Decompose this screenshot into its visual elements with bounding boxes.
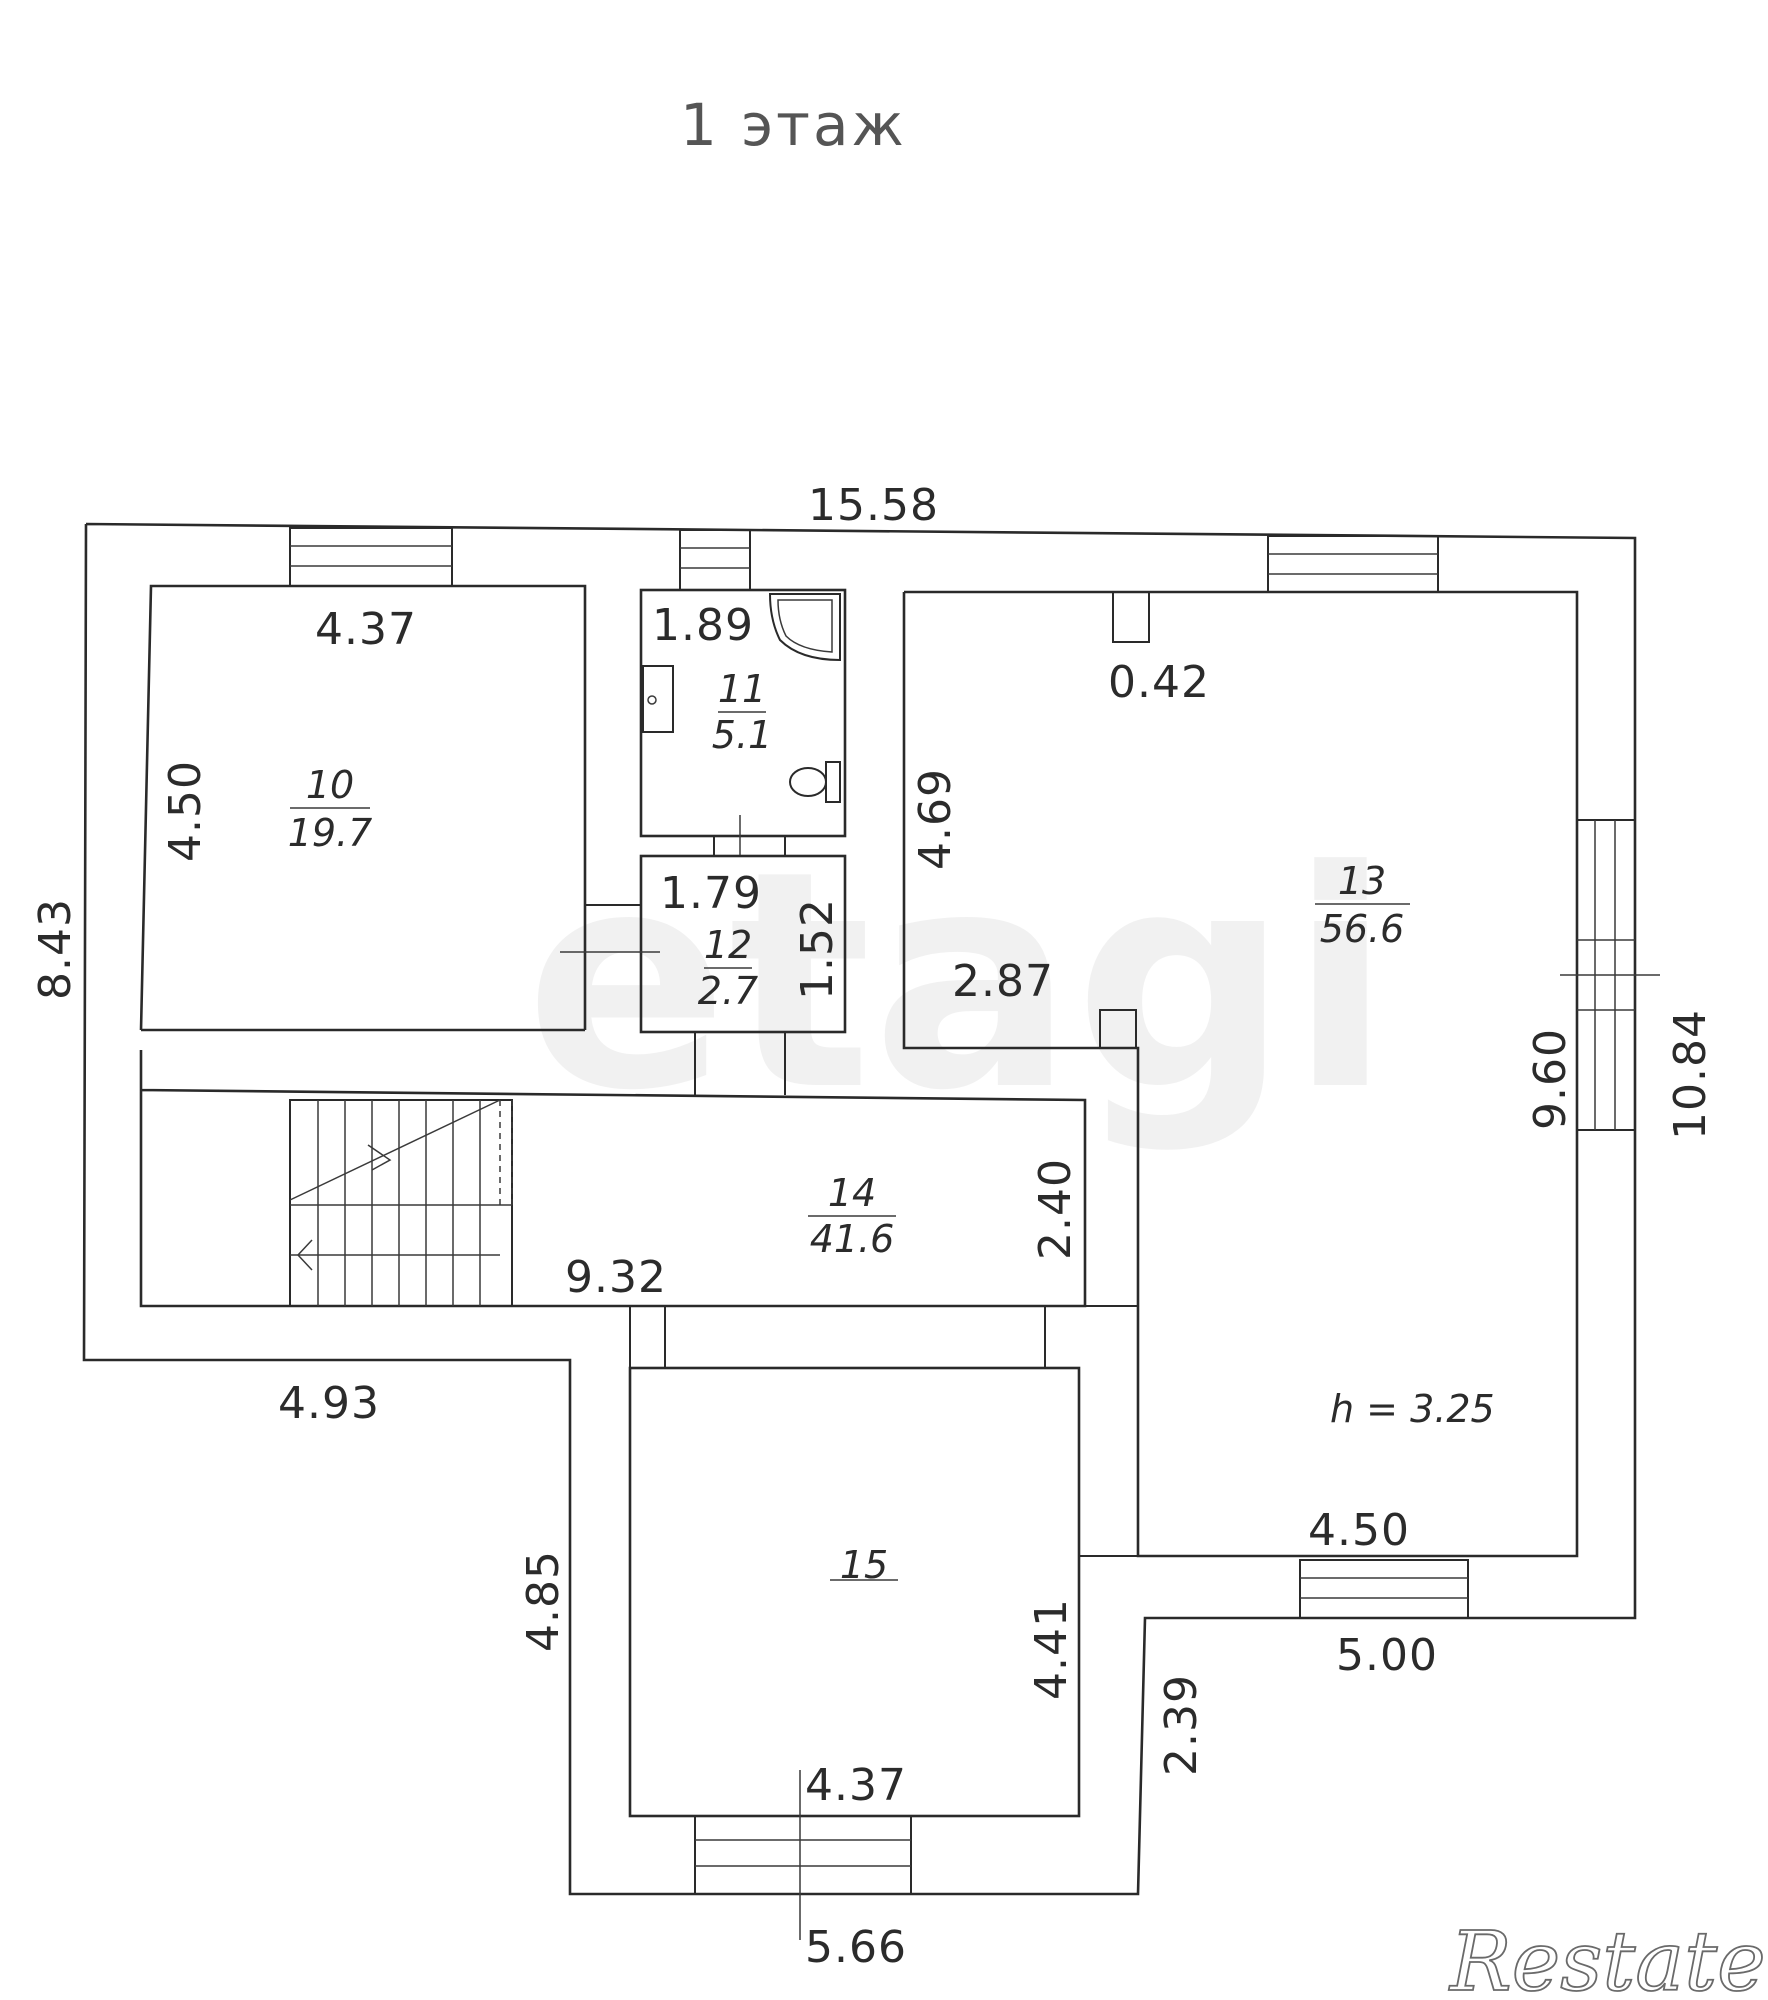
dim-bottom-left: 4.93 <box>278 1378 380 1429</box>
room-15-label: 15 <box>830 1543 898 1587</box>
room-13-label: 13 56.6 <box>1315 859 1410 951</box>
ceiling-height-note: h = 3.25 <box>1330 1387 1495 1431</box>
room-12-walls <box>639 854 847 1034</box>
sink-icon <box>642 665 674 733</box>
column <box>1099 1009 1137 1049</box>
room-14-label: 14 41.6 <box>808 1171 896 1261</box>
dim-room11-width: 1.89 <box>652 600 754 651</box>
window-bottom-15 <box>694 1770 912 1940</box>
shower-icon <box>768 593 841 662</box>
room-11-number: 11 <box>718 667 766 711</box>
window-bottom-right <box>1299 1559 1469 1619</box>
room-12-area: 2.7 <box>698 969 758 1013</box>
window-right <box>1560 819 1660 1131</box>
dim-left-overall: 8.43 <box>30 898 81 1000</box>
dim-top-overall: 15.58 <box>808 480 939 531</box>
staircase <box>289 1099 513 1307</box>
room-10-label: 10 19.7 <box>288 763 373 855</box>
dim-room10-width: 4.37 <box>315 604 417 655</box>
floor-title: 1 этаж <box>680 91 907 159</box>
dim-room14-height: 2.40 <box>1030 1158 1081 1260</box>
window-top-2 <box>679 529 751 591</box>
window-top-1 <box>289 527 453 587</box>
room-12-label: 12 2.7 <box>698 923 758 1013</box>
dim-bottom-overall: 5.66 <box>805 1922 907 1973</box>
room-12-number: 12 <box>704 923 752 967</box>
dim-room13-bottom: 4.50 <box>1308 1505 1410 1556</box>
dim-room14-width: 9.32 <box>565 1252 667 1303</box>
dim-room13-bottom-step: 2.87 <box>952 956 1054 1007</box>
room-10-number: 10 <box>306 763 354 807</box>
room-14-area: 41.6 <box>810 1217 895 1261</box>
dim-room12-width: 1.79 <box>660 868 762 919</box>
dim-wall-offset: 0.42 <box>1108 657 1210 708</box>
dim-wing-step: 2.39 <box>1156 1674 1207 1776</box>
room-10-area: 19.7 <box>288 811 373 855</box>
toilet-icon <box>789 761 841 803</box>
restate-logo: Restate <box>1448 1915 1766 2000</box>
dim-room10-height: 4.50 <box>160 760 211 862</box>
dim-room15-width: 4.37 <box>805 1760 907 1811</box>
dim-room13-left: 4.69 <box>910 768 961 870</box>
room-11-label: 11 5.1 <box>712 667 772 757</box>
vent-shaft <box>1112 591 1150 643</box>
room-14-number: 14 <box>828 1171 876 1215</box>
dim-room15-right: 4.41 <box>1026 1598 1077 1700</box>
dim-room13-right: 9.60 <box>1525 1028 1576 1130</box>
window-top-3 <box>1267 535 1439 593</box>
dim-room12-height: 1.52 <box>792 898 843 1000</box>
dim-right-bottom: 5.00 <box>1336 1630 1438 1681</box>
dim-right-overall: 10.84 <box>1665 1009 1716 1140</box>
room-15-walls <box>628 1366 1081 1818</box>
room-11-area: 5.1 <box>712 713 772 757</box>
dim-room15-left-outer: 4.85 <box>518 1550 569 1652</box>
room-13-area: 56.6 <box>1320 907 1405 951</box>
room-13-number: 13 <box>1338 859 1386 903</box>
